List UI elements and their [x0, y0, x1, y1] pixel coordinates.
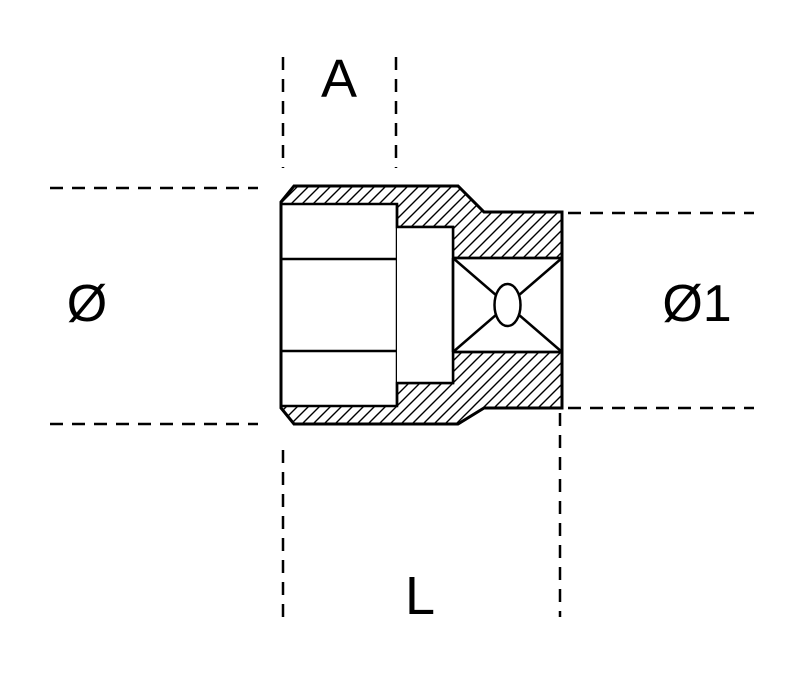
ball-detent-hole	[493, 282, 522, 328]
socket-body	[279, 184, 564, 426]
dim-label-length: L	[405, 566, 435, 626]
dim-label-a: A	[321, 49, 357, 109]
dim-label-diameter1: Ø1	[662, 275, 731, 333]
dimension-labels: A Ø Ø1 L	[67, 49, 732, 626]
dimension-extension-lines	[50, 57, 754, 617]
inner-bore-rectangle	[397, 225, 455, 385]
dim-label-diameter: Ø	[67, 275, 107, 333]
